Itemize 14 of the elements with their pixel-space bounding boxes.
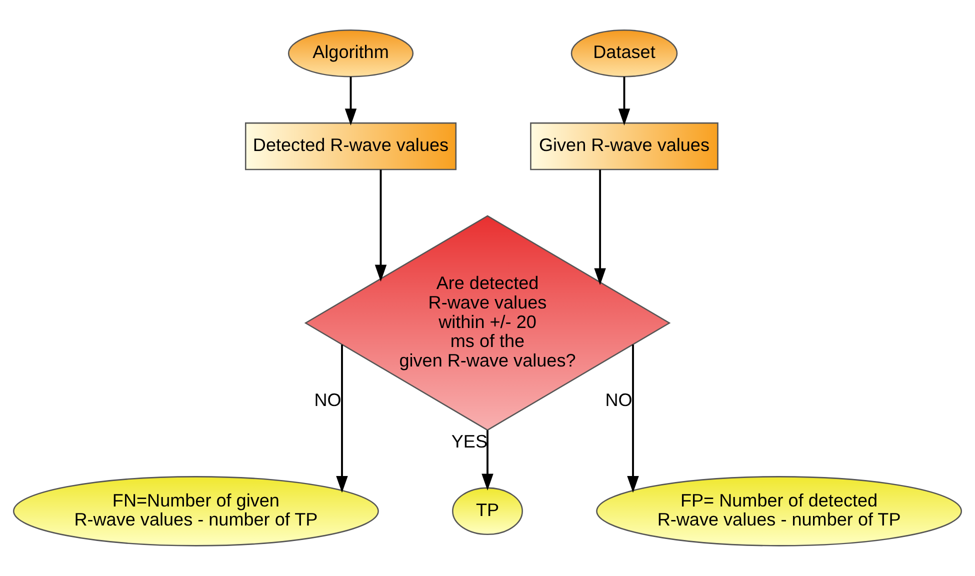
arrow [344, 76, 357, 126]
node-box: Given R-wave values [530, 122, 718, 170]
edge-label: NO [605, 390, 632, 410]
arrow [482, 430, 494, 491]
edge-label: NO [314, 390, 342, 410]
arrow [618, 76, 630, 126]
arrow [374, 170, 387, 282]
node-ellipse: Algorithm [288, 30, 414, 78]
arrow [594, 170, 606, 286]
arrow [336, 344, 348, 493]
node-box: Detected R-wave values [244, 122, 457, 170]
node-ellipse: Dataset [570, 30, 678, 78]
arrow [627, 344, 639, 493]
node-ellipse: TP [452, 487, 523, 536]
